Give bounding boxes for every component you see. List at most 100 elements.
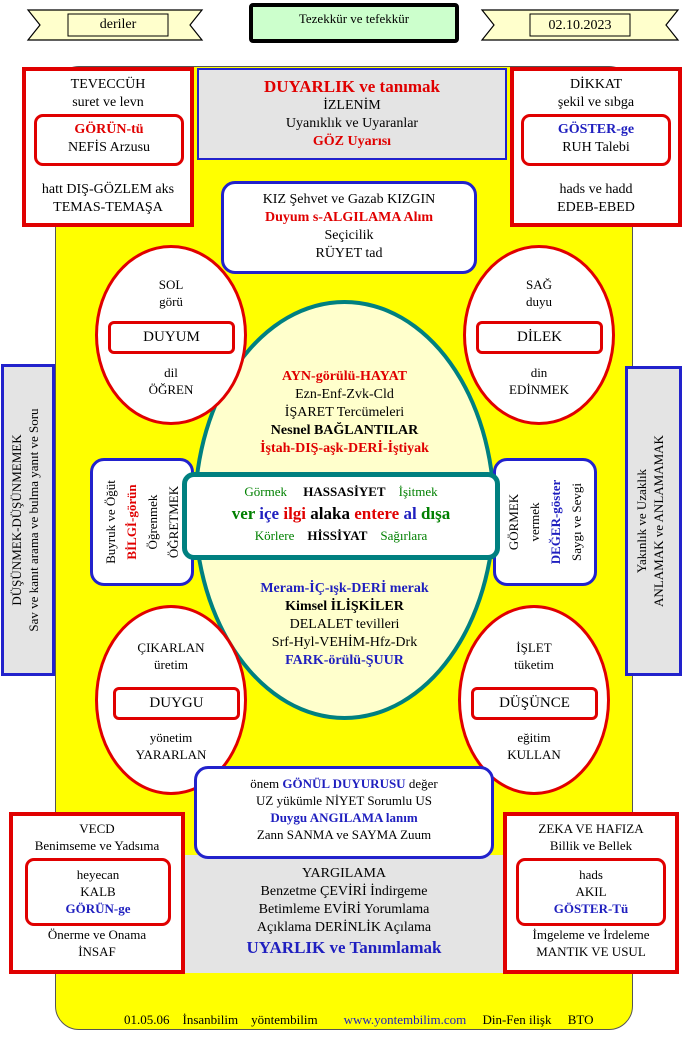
top-left-inner-text: GÖRÜN-tü NEFİS Arzusu — [34, 121, 184, 157]
right-side-text: Yakınlık ve Uzaklık ANLAMAK ve ANLAMAMAK — [633, 371, 673, 671]
top-left-line: TEMAS-TEMAŞA — [53, 200, 163, 215]
top-left-inner-title: GÖRÜN-tü — [74, 122, 144, 137]
upper-center-box — [221, 181, 477, 274]
oval-sol-bottom: dil ÖĞREN — [95, 364, 247, 398]
oval-sag-line: duyu — [526, 294, 552, 309]
oval-sol-top: SOL görü — [95, 276, 247, 310]
header-title: Tezekkür ve tefekkür — [298, 11, 410, 26]
header-left-tag: deriler — [99, 17, 137, 32]
bottom-right-top-text: ZEKA VE HAFIZA Billik ve Bellek — [503, 820, 679, 854]
header-date: 02.10.2023 — [548, 18, 612, 33]
oval-sol-line: ÖĞREN — [148, 382, 194, 397]
left-mid-line: ÖĞRETMEK — [166, 485, 181, 559]
top-right-line: EDEB-EBED — [557, 200, 635, 215]
center-row-2: ver içe ilgi alaka entere al dışa — [231, 504, 451, 523]
center-top-line: Nesnel BAĞLANTILAR — [270, 423, 419, 438]
center-hassasiyet-box — [182, 472, 500, 560]
oval-cikarlan-line: üretim — [154, 657, 188, 672]
center-hassasiyet-text: Görmek HASSASİYET İşitmek ver içe ilgi a… — [182, 482, 500, 546]
oval-sag-label-box — [476, 321, 603, 354]
center-bottom-line: DELALET tevilleri — [289, 617, 400, 632]
footer-date: 01.05.06 — [124, 1012, 170, 1027]
oval-cikarlan-line: ÇIKARLAN — [137, 640, 205, 655]
top-center-line: İZLENİM — [323, 98, 381, 113]
left-mid-text: Buyruk ve Öğüt BİLGİ-görün Öğrenmek ÖĞRE… — [100, 462, 184, 582]
bottom-left-bottom-text: Önerme ve Onama İNSAF — [9, 926, 185, 960]
left-mid-line: Öğrenmek — [145, 494, 160, 550]
bottom-center-text: YARGILAMA Benzetme ÇEVİRİ İndirgeme Beti… — [183, 865, 505, 959]
footer-url-link[interactable]: www.yontembilim.com — [343, 1012, 467, 1027]
top-right-inner-sub: RUH Talebi — [562, 140, 630, 155]
upper-box-line: RÜYET tad — [315, 246, 383, 261]
center-bottom-text: Meram-İÇ-ışk-DERİ merak Kimsel İLİŞKİLER… — [193, 580, 496, 670]
left-mid-line: BİLGİ-görün — [124, 484, 139, 560]
oval-sag-label: DİLEK — [517, 329, 562, 345]
oval-sol-label-box — [108, 321, 235, 354]
oval-islet-line: tüketim — [514, 657, 554, 672]
top-right-bottom-text: hads ve hadd EDEB-EBED — [510, 181, 682, 217]
oval-cikarlan-bottom: yönetim YARARLAN — [95, 729, 247, 763]
top-center-text: DUYARLIK ve tanımak İZLENİM Uyanıklık ve… — [197, 76, 507, 151]
oval-cikarlan-label: DUYGU — [149, 695, 204, 711]
right-side-bar — [625, 366, 682, 676]
bottom-right-inner-title: GÖSTER-Tü — [553, 901, 629, 916]
lower-center-box — [194, 766, 494, 859]
oval-sag-line: EDİNMEK — [509, 382, 569, 397]
lower-center-text: önem GÖNÜL DUYURUSU değer UZ yükümle NİY… — [194, 775, 494, 843]
oval-islet-line: İŞLET — [516, 640, 552, 655]
bottom-right-inner-text: hads AKIL GÖSTER-Tü — [516, 866, 666, 917]
bottom-left-line: Benimseme ve Yadsıma — [34, 838, 160, 853]
bottom-center-title: UYARLIK ve Tanımlamak — [246, 938, 442, 957]
oval-sag-bottom: din EDİNMEK — [463, 364, 615, 398]
oval-islet-top: İŞLET tüketim — [458, 639, 610, 673]
bottom-left-inner-box — [25, 858, 171, 926]
oval-islet-label: DÜŞÜNCE — [499, 695, 570, 711]
bottom-left-line: İNSAF — [78, 944, 116, 959]
upper-box-line: Seçicilik — [324, 228, 374, 243]
center-row-1: Görmek HASSASİYET İşitmek — [244, 484, 438, 499]
top-right-line: şekil ve sıbga — [557, 95, 635, 110]
center-bottom-line: FARK-örülü-ŞUUR — [285, 653, 404, 668]
left-side-line: Sav ve kanıt arama ve bulma yanıt ve Sor… — [26, 408, 41, 632]
lower-box-line: önem GÖNÜL DUYURUSU değer — [250, 776, 438, 791]
center-bottom-line: Meram-İÇ-ışk-DERİ merak — [260, 581, 429, 596]
bottom-left-top-text: VECD Benimseme ve Yadsıma — [9, 820, 185, 854]
top-right-line: DİKKAT — [569, 77, 623, 92]
top-left-bottom-text: hatt DIŞ-GÖZLEM aks TEMAS-TEMAŞA — [22, 181, 194, 217]
oval-sag-line: din — [530, 365, 548, 380]
oval-sol-line: SOL — [158, 277, 184, 292]
center-top-text: AYN-görülü-HAYAT Ezn-Enf-Zvk-Cld İŞARET … — [193, 368, 496, 458]
center-row-3: Körlere HİSSİYAT Sağırlara — [254, 528, 428, 543]
oval-islet-line: eğitim — [517, 730, 551, 745]
bottom-right-line: Billik ve Bellek — [549, 838, 633, 853]
right-mid-line: GÖRMEK — [506, 493, 521, 551]
gray-bottom-band — [183, 855, 505, 973]
left-side-text: DÜŞÜNMEK-DÜŞÜNMEMEK Sav ve kanıt arama v… — [8, 370, 48, 670]
left-side-line: DÜŞÜNMEK-DÜŞÜNMEMEK — [9, 434, 24, 606]
top-left-line: suret ve levn — [72, 95, 144, 110]
header-right-ribbon — [480, 9, 680, 41]
bottom-center-line: YARGILAMA — [302, 866, 386, 881]
footer-text: Din-Fen ilişk — [482, 1012, 552, 1027]
bottom-center-line: Açıklama DERİNLİK Açılama — [256, 920, 432, 935]
right-mid-line: vermek — [527, 502, 542, 542]
bottom-left-line: Önerme ve Onama — [47, 927, 147, 942]
center-top-line: AYN-görülü-HAYAT — [282, 369, 407, 384]
top-left-inner-sub: NEFİS Arzusu — [67, 140, 151, 155]
oval-cikarlan-top: ÇIKARLAN üretim — [95, 639, 247, 673]
bottom-left-inner-title: GÖRÜN-ge — [65, 901, 131, 916]
center-top-line: İştah-DIŞ-aşk-DERİ-İştiyak — [260, 441, 429, 456]
center-top-line: İŞARET Tercümeleri — [284, 405, 405, 420]
top-left-line: TEVECCÜH — [70, 77, 146, 92]
top-right-inner-title: GÖSTER-ge — [557, 122, 635, 137]
bottom-left-inner-line: KALB — [80, 884, 116, 899]
header-left-ribbon — [26, 9, 204, 41]
left-mid-line: Buyruk ve Öğüt — [103, 480, 118, 564]
right-side-line: Yakınlık ve Uzaklık — [634, 468, 649, 574]
footer-text: yöntembilim — [251, 1012, 318, 1027]
top-center-line: GÖZ Uyarısı — [312, 134, 392, 149]
right-mid-line: DEĞER-göster — [548, 479, 563, 565]
bottom-right-inner-box — [516, 858, 666, 926]
left-side-bar — [1, 364, 55, 676]
bottom-right-bottom-text: İmgeleme ve İrdeleme MANTIK VE USUL — [503, 926, 679, 960]
